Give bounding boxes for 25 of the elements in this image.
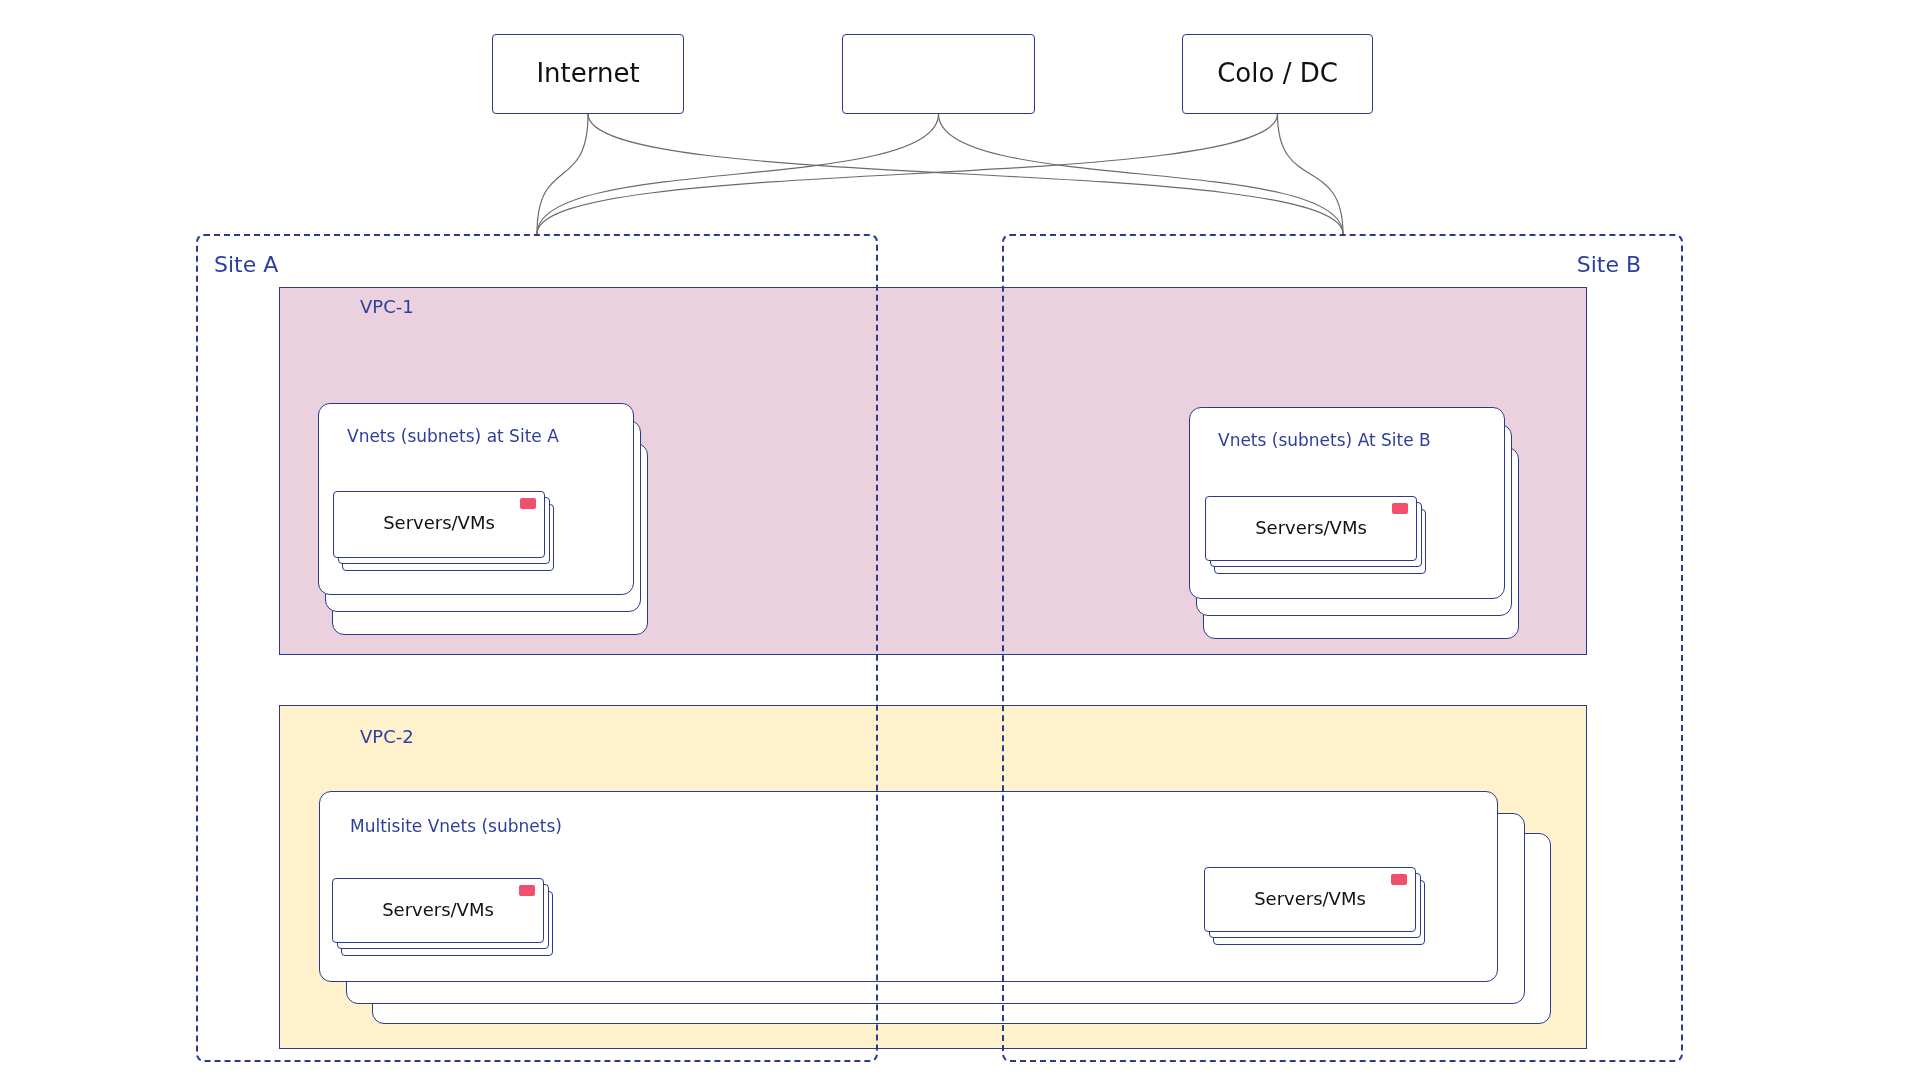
connector-line — [536, 113, 589, 235]
site-label: Site A — [214, 252, 279, 277]
subnet-card — [1189, 407, 1505, 599]
server-card — [1205, 496, 1417, 561]
node-label: Internet — [535, 58, 641, 88]
network-box — [492, 34, 684, 114]
network-box — [1182, 34, 1373, 114]
vpc-label: VPC-2 — [360, 726, 414, 747]
connector-line — [1276, 113, 1344, 235]
node-label: Colo / DC — [1216, 58, 1339, 88]
server-label: Servers/VMs — [1253, 888, 1367, 909]
server-label: Servers/VMs — [382, 512, 496, 533]
cloud-provider-box — [842, 34, 1035, 114]
site-label: Site B — [1576, 252, 1641, 277]
subnet-label: Vnets (subnets) At Site B — [1218, 430, 1431, 450]
vpc-label: VPC-1 — [360, 296, 414, 317]
server-card — [333, 491, 545, 558]
vpc-band — [279, 705, 1587, 1049]
server-card — [332, 878, 544, 943]
server-label: Servers/VMs — [381, 899, 495, 920]
server-label: Servers/VMs — [1254, 517, 1368, 538]
subnet-label: Vnets (subnets) at Site A — [347, 426, 559, 446]
subnet-label: Multisite Vnets (subnets) — [350, 816, 562, 836]
subnet-card — [318, 403, 634, 595]
server-card — [1204, 867, 1416, 932]
